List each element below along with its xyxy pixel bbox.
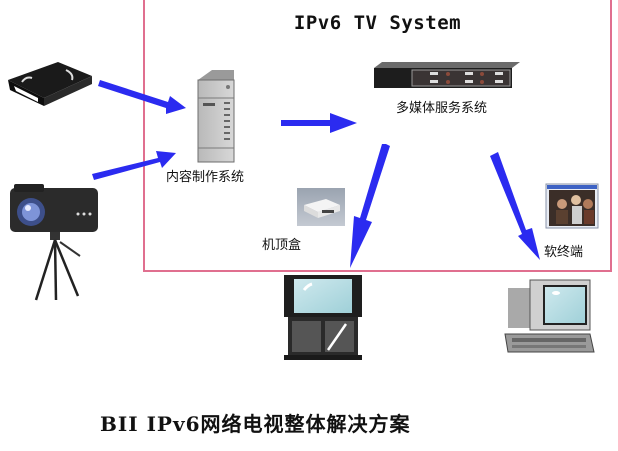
rack-server-icon <box>374 62 520 88</box>
video-window-icon <box>545 183 599 229</box>
set-top-box-icon <box>297 188 345 226</box>
arrow-server-to-tv <box>350 144 390 268</box>
ipv6-tv-system-frame <box>143 0 612 272</box>
set-top-box-label: 机顶盒 <box>262 238 302 253</box>
arrow-tape-to-production <box>98 80 186 114</box>
diagram-title: IPv6 TV System <box>293 12 462 34</box>
arrow-production-to-server <box>281 113 357 133</box>
tower-server-icon <box>197 70 235 163</box>
desktop-computer-icon <box>504 279 595 353</box>
television-icon <box>284 275 362 360</box>
video-camera-icon <box>10 184 98 301</box>
arrow-camera-to-production <box>92 151 176 180</box>
media-server-label: 多媒体服务系统 <box>396 101 488 116</box>
content-production-label: 内容制作系统 <box>166 170 245 185</box>
soft-terminal-label: 软终端 <box>544 245 584 260</box>
vhs-tape-icon <box>8 62 92 106</box>
diagram-caption: BII IPv6网络电视整体解决方案 <box>100 412 411 436</box>
arrow-server-to-pc <box>490 152 540 260</box>
